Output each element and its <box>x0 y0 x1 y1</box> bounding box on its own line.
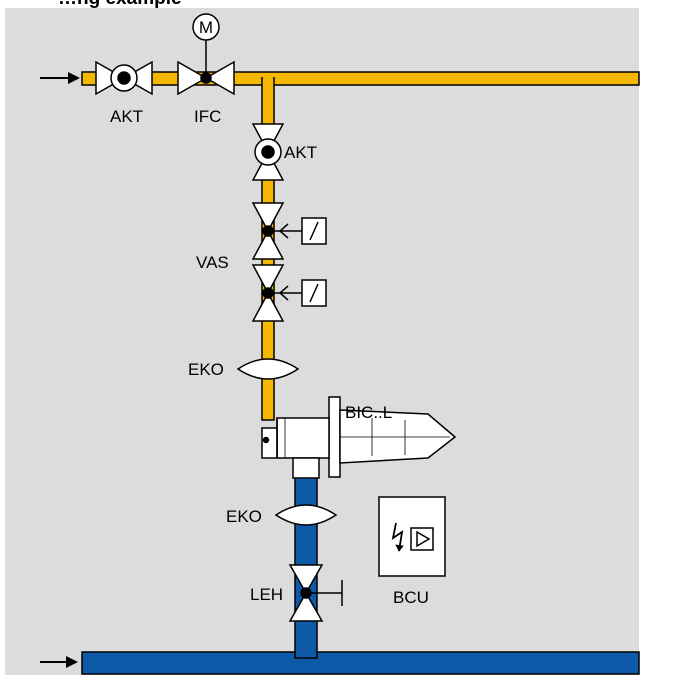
bcu-unit <box>378 496 446 577</box>
motor-icon: M <box>192 13 220 41</box>
ifc-label: IFC <box>194 107 221 126</box>
leh-label: LEH <box>250 585 283 604</box>
bcu-label: BCU <box>393 588 429 607</box>
akt-valve-vertical <box>251 123 285 181</box>
akt-valve-horizontal <box>95 60 153 96</box>
eko-orifice-air <box>274 504 338 526</box>
burner-label: BIC..L <box>345 403 392 422</box>
lightning-icon <box>391 522 404 552</box>
vas-valve-lower <box>251 264 327 322</box>
akt-vertical-label: AKT <box>284 143 317 162</box>
ifc-valve <box>177 40 235 96</box>
page-title: …ng example <box>58 0 182 10</box>
eko-air-label: EKO <box>226 507 262 526</box>
air-pipe-joint-cover <box>296 650 316 656</box>
gas-pipe-joint-cover <box>263 73 273 84</box>
leh-valve <box>288 564 343 622</box>
burner-bic <box>261 396 457 479</box>
arrow-right-icon <box>40 656 78 668</box>
arrow-right-icon <box>40 72 80 84</box>
eko-gas-label: EKO <box>188 360 224 379</box>
diagram-background <box>5 8 639 675</box>
vas-label: VAS <box>196 253 229 272</box>
eko-orifice-gas <box>236 358 300 380</box>
vas-valve-upper <box>251 202 327 260</box>
play-icon <box>410 527 434 551</box>
akt-top-label: AKT <box>110 107 143 126</box>
svg-text:M: M <box>199 18 213 37</box>
